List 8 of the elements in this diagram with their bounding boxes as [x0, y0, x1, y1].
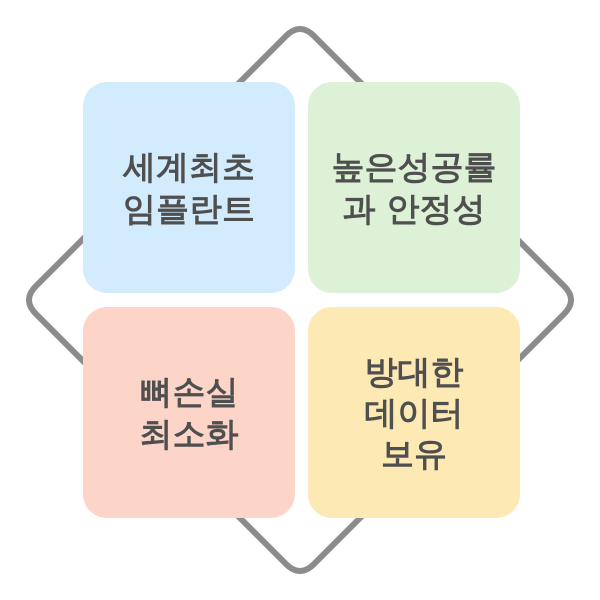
card-label: 뼈손실 최소화	[138, 371, 240, 454]
category-card	[83, 307, 295, 518]
card-label: 세계최초 임플란트	[122, 146, 256, 229]
card-label: 높은성공률과 안정성	[330, 146, 498, 229]
card-label: 방대한 데이터 보유	[364, 350, 464, 474]
category-card	[83, 82, 295, 293]
category-card	[308, 307, 520, 518]
category-card	[308, 82, 520, 293]
